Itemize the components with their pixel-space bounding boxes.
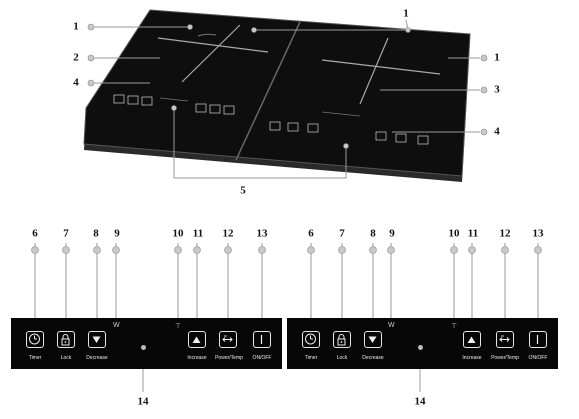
callout-14a: 14 — [137, 395, 149, 408]
increase-label: Increase — [187, 355, 207, 361]
clock-icon — [29, 333, 40, 345]
indicator-mark-9: W — [113, 322, 120, 329]
power-temp-label: Power/Temp — [215, 355, 243, 361]
indicator-mark-9: W — [388, 322, 395, 329]
down-triangle-icon — [368, 336, 377, 343]
arrows-icon — [222, 335, 233, 342]
power-temp-button[interactable] — [219, 331, 237, 348]
power-temp-label: Power/Temp — [491, 355, 519, 361]
timer-label: Timer — [28, 355, 42, 361]
callout-7a: 7 — [63, 227, 69, 240]
decrease-button[interactable] — [364, 331, 382, 348]
callout-11a: 11 — [192, 227, 204, 240]
control-panel-left — [11, 318, 282, 369]
callout-12b: 12 — [499, 227, 511, 240]
padlock-icon — [61, 334, 70, 346]
down-triangle-icon — [92, 336, 101, 343]
callout-10b: 10 — [448, 227, 460, 240]
decrease-label: Decrease — [362, 355, 384, 361]
callout-5: 5 — [240, 184, 246, 197]
lock-label: Lock — [336, 355, 348, 361]
power-temp-button[interactable] — [496, 331, 514, 348]
callout-9b: 9 — [389, 227, 395, 240]
callout-1b: 1 — [403, 7, 409, 20]
callout-11b: 11 — [467, 227, 479, 240]
callout-6a: 6 — [32, 227, 38, 240]
timer-button[interactable] — [26, 331, 44, 348]
lock-label: Lock — [60, 355, 72, 361]
up-triangle-icon — [467, 336, 476, 343]
indicator-mark-10: ⊤ — [175, 323, 182, 330]
callout-9a: 9 — [114, 227, 120, 240]
indicator-mark-10: ⊤ — [451, 323, 458, 330]
lock-button[interactable] — [57, 331, 75, 348]
lock-button[interactable] — [333, 331, 351, 348]
cooktop-illustration — [83, 9, 488, 182]
power-bar-icon — [260, 335, 263, 344]
arrows-icon — [499, 335, 510, 342]
clock-icon — [305, 333, 316, 345]
callout-1c: 1 — [494, 51, 500, 64]
callout-3: 3 — [494, 83, 500, 96]
timer-button[interactable] — [302, 331, 320, 348]
timer-label: Timer — [304, 355, 318, 361]
increase-label: Increase — [462, 355, 482, 361]
callout-4b: 4 — [494, 125, 500, 138]
callout-4a: 4 — [73, 76, 79, 89]
callout-7b: 7 — [339, 227, 345, 240]
control-panel-right — [287, 318, 558, 369]
on-off-label: ON/OFF — [252, 355, 272, 361]
callout-10a: 10 — [172, 227, 184, 240]
increase-button[interactable] — [463, 331, 481, 348]
decrease-label: Decrease — [86, 355, 108, 361]
power-bar-icon — [536, 335, 539, 344]
on-off-label: ON/OFF — [528, 355, 548, 361]
increase-button[interactable] — [188, 331, 206, 348]
callout-2: 2 — [73, 51, 79, 64]
on-off-button[interactable] — [529, 331, 547, 348]
led-indicator — [141, 345, 146, 350]
up-triangle-icon — [192, 336, 201, 343]
callout-12a: 12 — [222, 227, 234, 240]
callout-8b: 8 — [370, 227, 376, 240]
callout-14b: 14 — [414, 395, 426, 408]
led-indicator — [418, 345, 423, 350]
callout-13a: 13 — [256, 227, 268, 240]
callout-6b: 6 — [308, 227, 314, 240]
callout-13b: 13 — [532, 227, 544, 240]
decrease-button[interactable] — [88, 331, 106, 348]
callout-1a: 1 — [73, 20, 79, 33]
callout-8a: 8 — [93, 227, 99, 240]
on-off-button[interactable] — [253, 331, 271, 348]
padlock-icon — [337, 334, 346, 346]
